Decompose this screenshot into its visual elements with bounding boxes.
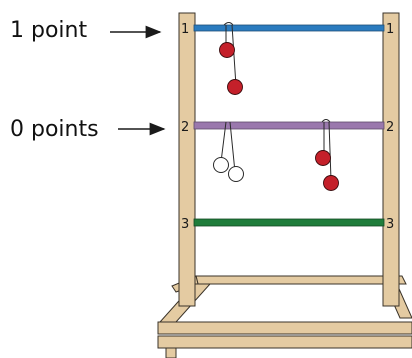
callout-label-1-point: 1 point bbox=[10, 18, 88, 43]
rung-3-bar bbox=[193, 218, 385, 227]
rung-1-number-right: 1 bbox=[386, 22, 394, 37]
bola-white-on-rung-2 bbox=[213, 121, 244, 182]
callout-label-0-points: 0 points bbox=[10, 117, 99, 142]
bola-red-on-rung-2 bbox=[315, 119, 339, 191]
rung-1-number-left: 1 bbox=[181, 22, 189, 37]
rung-2-bar bbox=[193, 121, 385, 130]
rung-2-number-left: 2 bbox=[181, 120, 189, 135]
left-post bbox=[178, 12, 196, 307]
rung-3-number-right: 3 bbox=[386, 217, 394, 232]
rung-2-number-right: 2 bbox=[386, 120, 394, 135]
bola-red-on-rung-1 bbox=[219, 22, 243, 95]
rung-3-number-left: 3 bbox=[181, 217, 189, 232]
right-post bbox=[382, 12, 400, 307]
rung-1-bar bbox=[193, 24, 385, 32]
base-frame bbox=[157, 275, 412, 358]
